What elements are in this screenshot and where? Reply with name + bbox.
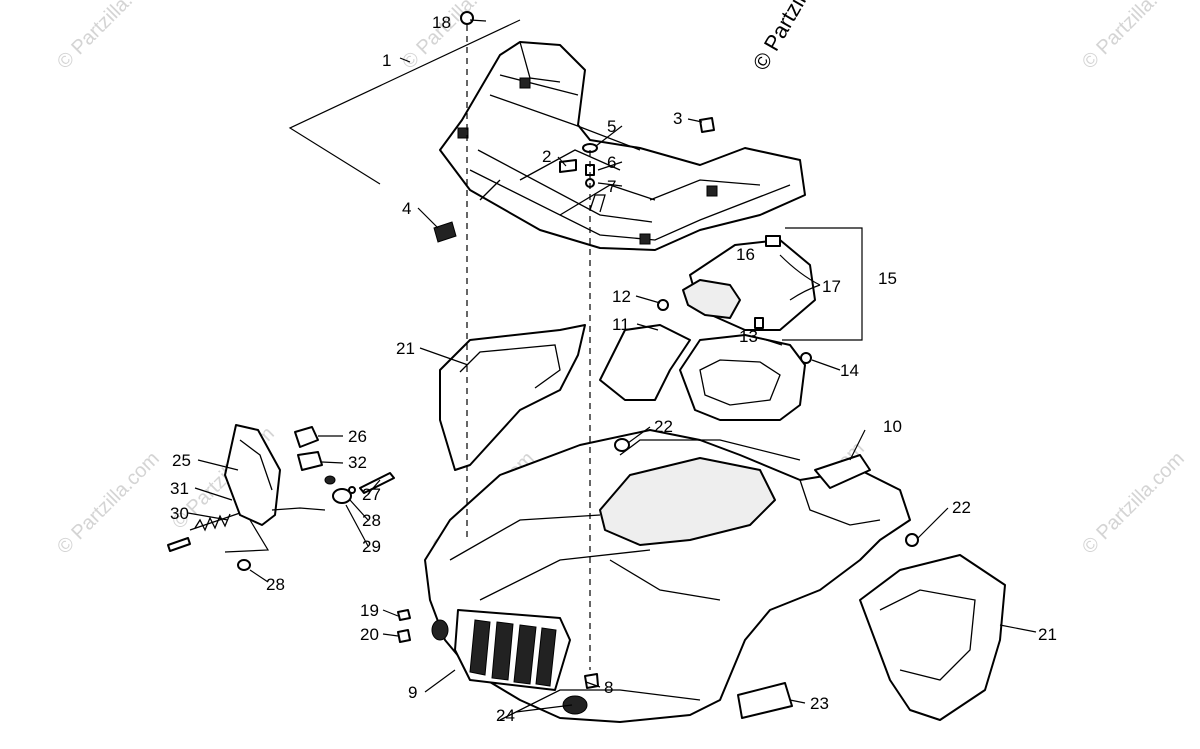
callout-21: 21: [396, 339, 415, 358]
callout-28: 28: [362, 511, 381, 530]
front-grille: [454, 609, 571, 691]
lid-latch-pin: [754, 317, 764, 329]
callout-23: 23: [810, 694, 829, 713]
bracket-screw: [657, 299, 669, 311]
callout-32: 32: [348, 453, 367, 472]
callout-bracket: [782, 227, 863, 341]
fender-nut: [397, 629, 411, 643]
washer: [348, 486, 356, 494]
callout-15: 15: [878, 269, 897, 288]
rack-mount: [639, 233, 651, 245]
rack-bumper: [699, 117, 715, 133]
callout-8: 8: [604, 678, 613, 697]
box-screw: [800, 352, 812, 364]
washer: [905, 533, 919, 547]
rack-end-cap: [433, 221, 457, 243]
tow-hook-mount: [562, 695, 588, 715]
storage-tub: [679, 334, 806, 421]
adjuster-screw: [167, 537, 191, 552]
callout-18: 18: [432, 13, 451, 32]
callout-12: 12: [612, 287, 631, 306]
callout-14: 14: [840, 361, 859, 380]
rack-mount: [457, 127, 469, 139]
watermark: © Partzilla.com: [1078, 448, 1189, 559]
callout-30: 30: [170, 504, 189, 523]
front-decal: [737, 682, 793, 719]
left-side-panel: [439, 324, 586, 471]
fender-decal: [814, 454, 871, 489]
callout-29: 29: [362, 537, 381, 556]
callout-16: 16: [736, 245, 755, 264]
headlight-assembly: [167, 424, 395, 571]
rack-mount: [706, 185, 718, 197]
callout-28: 28: [266, 575, 285, 594]
callout-25: 25: [172, 451, 191, 470]
adjuster-knob: [294, 426, 319, 448]
callout-2: 2: [542, 147, 551, 166]
callout-1: 1: [382, 51, 391, 70]
callout-22: 22: [952, 498, 971, 517]
rack-bolt: [460, 11, 474, 25]
callout-7: 7: [607, 177, 616, 196]
center-bracket: [599, 324, 691, 401]
callout-10: 10: [883, 417, 902, 436]
adjuster-spring: [194, 513, 231, 532]
watermark: © Partzilla.com: [1078, 0, 1189, 74]
callout-24: 24: [496, 706, 515, 725]
lid-latch: [765, 235, 781, 247]
callout-13: 13: [739, 327, 758, 346]
callout-5: 5: [607, 117, 616, 136]
callout-27: 27: [362, 485, 381, 504]
rack-mount: [519, 77, 531, 89]
callout-11: 11: [612, 315, 630, 334]
callout-6: 6: [607, 153, 616, 172]
fender-screw: [397, 609, 411, 621]
callout-20: 20: [360, 625, 379, 644]
washer: [614, 438, 630, 452]
callout-31: 31: [170, 479, 189, 498]
callout-19: 19: [360, 601, 379, 620]
right-side-panel: [859, 554, 1006, 721]
storage-box: [679, 235, 816, 421]
left-fog-light: [431, 619, 449, 641]
washer: [237, 559, 251, 571]
watermark: © Partzilla.com: [53, 448, 164, 559]
callout-3: 3: [673, 109, 682, 128]
lid-seal: [682, 279, 741, 319]
front-rack: [439, 41, 806, 251]
callout-9: 9: [408, 683, 417, 702]
copyright-label: © Partzilla.com: [748, 0, 844, 75]
watermark: © Partzilla.com: [398, 0, 509, 74]
adjuster-knob: [297, 451, 323, 471]
fender-storage-well: [599, 457, 776, 546]
callout-17: 17: [822, 277, 841, 296]
headlight-housing: [224, 424, 281, 526]
callout-22: 22: [654, 417, 673, 436]
grommet: [324, 475, 336, 485]
callout-4: 4: [402, 199, 411, 218]
callout-bracket: [288, 19, 521, 185]
callout-26: 26: [348, 427, 367, 446]
watermark: © Partzilla.com: [53, 0, 164, 74]
callout-21: 21: [1038, 625, 1057, 644]
bushing: [332, 488, 352, 504]
